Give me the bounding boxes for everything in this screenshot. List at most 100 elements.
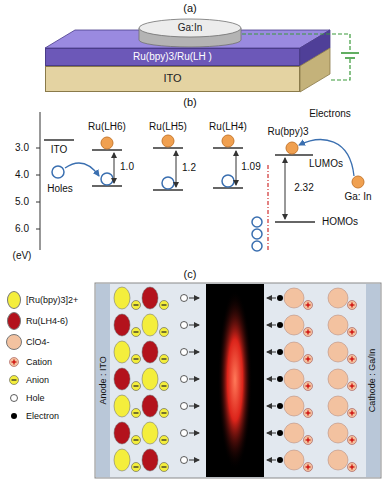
hole-symbol	[181, 349, 188, 356]
axis-tick	[36, 148, 40, 149]
emitter-layer: Ru(bpy)3/Ru(LH )	[45, 48, 300, 66]
cathode-band: Cathode : Ga/In	[366, 284, 380, 477]
gap-arrow	[285, 158, 286, 219]
annotation-label: 5.0	[15, 196, 29, 208]
anode-band: Anode : ITO	[96, 284, 110, 477]
annotation-label: 1.09	[241, 161, 260, 173]
legend-text: ClO4-	[26, 337, 50, 348]
axis-tick	[36, 175, 40, 176]
electron-symbol	[277, 376, 283, 382]
perchlorate-ion	[328, 315, 348, 335]
hole-circle	[222, 175, 234, 187]
emission-glow	[218, 290, 252, 470]
hole-circle	[252, 217, 262, 227]
minus-sign	[162, 304, 167, 305]
complex-ion	[114, 341, 130, 363]
perchlorate-ion	[328, 450, 348, 470]
substrate-side-face	[300, 48, 330, 92]
electron-arrow	[299, 140, 354, 176]
plus-sign	[307, 465, 308, 470]
anion-symbol	[160, 382, 169, 391]
electron-symbol	[277, 430, 283, 436]
legend-text: Anion	[26, 375, 49, 386]
annotation-label: Ru(bpy)3	[267, 126, 308, 138]
perchlorate-ion	[328, 396, 348, 416]
cation-symbol	[304, 355, 313, 364]
annotation-label: (c)	[184, 268, 197, 281]
gap-arrow	[176, 151, 177, 187]
electron-circle	[352, 176, 364, 188]
plus-sign	[307, 438, 308, 443]
legend-text: [Ru(bpy)3]2+	[26, 295, 78, 306]
node-text: Ga:In	[178, 22, 202, 34]
annotation-label: 4.0	[15, 169, 29, 181]
complex-ion	[114, 368, 130, 390]
electron-symbol	[277, 295, 283, 301]
cation-symbol	[304, 436, 313, 445]
anion-symbol	[132, 409, 141, 418]
plus-sign	[351, 384, 352, 389]
plus-sign	[307, 411, 308, 416]
device-frame	[95, 283, 381, 478]
electron-symbol	[277, 322, 283, 328]
hole-symbol	[181, 322, 188, 329]
complex-ion	[142, 422, 158, 444]
anion-symbol	[132, 436, 141, 445]
battery-symbol	[345, 57, 355, 59]
complex-ion	[114, 287, 130, 309]
annotation-label: 1.2	[182, 162, 196, 174]
legend-text: Electron	[26, 411, 59, 422]
anion-symbol	[160, 409, 169, 418]
electron-arrow	[267, 460, 276, 461]
anion-symbol	[132, 328, 141, 337]
anion-symbol	[132, 301, 141, 310]
complex-ion	[114, 422, 130, 444]
cation-symbol	[348, 355, 357, 364]
cation-symbol	[348, 409, 357, 418]
complex-ion	[142, 368, 158, 390]
plus-sign	[13, 360, 14, 365]
perchlorate-ion	[328, 288, 348, 308]
plus-sign	[351, 465, 352, 470]
hole-symbol	[181, 295, 188, 302]
perchlorate-ion	[284, 450, 304, 470]
minus-sign	[162, 412, 167, 413]
cation-symbol	[10, 358, 19, 367]
electron-arrow	[267, 325, 276, 326]
cation-symbol	[304, 382, 313, 391]
minus-sign	[134, 466, 139, 467]
cation-symbol	[348, 463, 357, 472]
cation-symbol	[348, 382, 357, 391]
electron-arrow	[267, 298, 276, 299]
minus-sign	[162, 331, 167, 332]
cation-symbol	[348, 436, 357, 445]
minus-sign	[134, 358, 139, 359]
plus-sign	[307, 357, 308, 362]
annotation-label: Ru(LH6)	[88, 121, 126, 133]
electron-symbol	[11, 413, 17, 419]
hole-arrow	[189, 460, 199, 461]
perchlorate-ion	[284, 288, 304, 308]
perchlorate-ion	[284, 396, 304, 416]
hole-arrow	[189, 379, 199, 380]
legend-text: Hole	[26, 393, 45, 404]
perchlorate-ion	[328, 342, 348, 362]
annotation-label: Holes	[47, 183, 73, 195]
hole-circle	[101, 173, 113, 185]
legend-swatch	[7, 312, 21, 330]
annotation-label: (eV)	[13, 250, 32, 262]
hole-symbol	[181, 457, 188, 464]
anion-symbol	[160, 463, 169, 472]
perchlorate-ion	[284, 342, 304, 362]
complex-ion	[142, 287, 158, 309]
axis-tick	[36, 229, 40, 230]
annotation-label: Ru(LH5)	[149, 121, 187, 133]
anion-symbol	[132, 382, 141, 391]
plus-sign	[307, 303, 308, 308]
plus-sign	[307, 384, 308, 389]
anion-symbol	[132, 463, 141, 472]
hole-circle	[162, 177, 174, 189]
annotation-label: 1.0	[120, 161, 134, 173]
annotation-label: 6.0	[15, 223, 29, 235]
axis-tick	[36, 202, 40, 203]
